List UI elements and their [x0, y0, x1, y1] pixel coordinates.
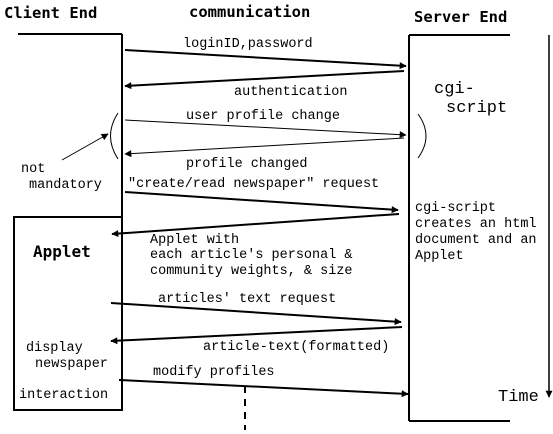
time-label: Time — [498, 388, 539, 407]
cgi-script-line-2: script — [446, 99, 507, 118]
label-authentication: authentication — [234, 85, 347, 100]
display-line-1: display — [26, 341, 83, 356]
server-optional-bracket — [417, 113, 427, 159]
arrow-modify-profiles — [118, 379, 409, 398]
client-optional-bracket — [110, 112, 119, 160]
arrow-profile-change — [124, 119, 407, 139]
communication-header: communication — [189, 3, 310, 21]
not-mandatory-line-1: not — [21, 162, 45, 177]
interaction-label: interaction — [19, 388, 108, 403]
arrow-article-text — [110, 326, 403, 345]
creates-line-4: Applet — [415, 249, 464, 264]
creates-line-2: creates an html — [415, 217, 537, 232]
label-profile-change: user profile change — [186, 109, 340, 124]
label-applet-line-1: Applet with — [150, 233, 239, 248]
arrow-articles-request — [110, 302, 402, 326]
creates-line-3: document and an — [415, 233, 537, 248]
label-applet-line-3: community weights, & size — [150, 264, 353, 279]
label-newspaper-request: "create/read newspaper" request — [128, 177, 379, 192]
not-mandatory-line-2: mandatory — [29, 178, 102, 193]
display-line-2: newspaper — [35, 357, 108, 372]
label-article-text: article-text(formatted) — [203, 340, 389, 355]
label-applet-line-2: each article's personal & — [150, 248, 353, 263]
label-login: loginID,password — [183, 37, 313, 52]
server-end-header: Server End — [414, 8, 507, 26]
client-end-header: Client End — [4, 4, 97, 22]
arrow-newspaper-request — [124, 191, 399, 214]
label-profile-changed: profile changed — [186, 157, 308, 172]
label-articles-request: articles' text request — [158, 292, 336, 307]
arrow-applet-response — [111, 213, 400, 238]
creates-line-1: cgi-script — [415, 201, 496, 216]
cgi-script-line-1: cgi- — [434, 80, 475, 99]
applet-title: Applet — [33, 242, 91, 261]
arrow-profile-changed — [124, 137, 405, 158]
applet-box — [13, 216, 123, 411]
arrow-login — [124, 49, 407, 70]
arrow-authentication — [124, 70, 405, 90]
label-modify-profiles: modify profiles — [153, 365, 275, 380]
not-mandatory-pointer — [61, 133, 109, 161]
